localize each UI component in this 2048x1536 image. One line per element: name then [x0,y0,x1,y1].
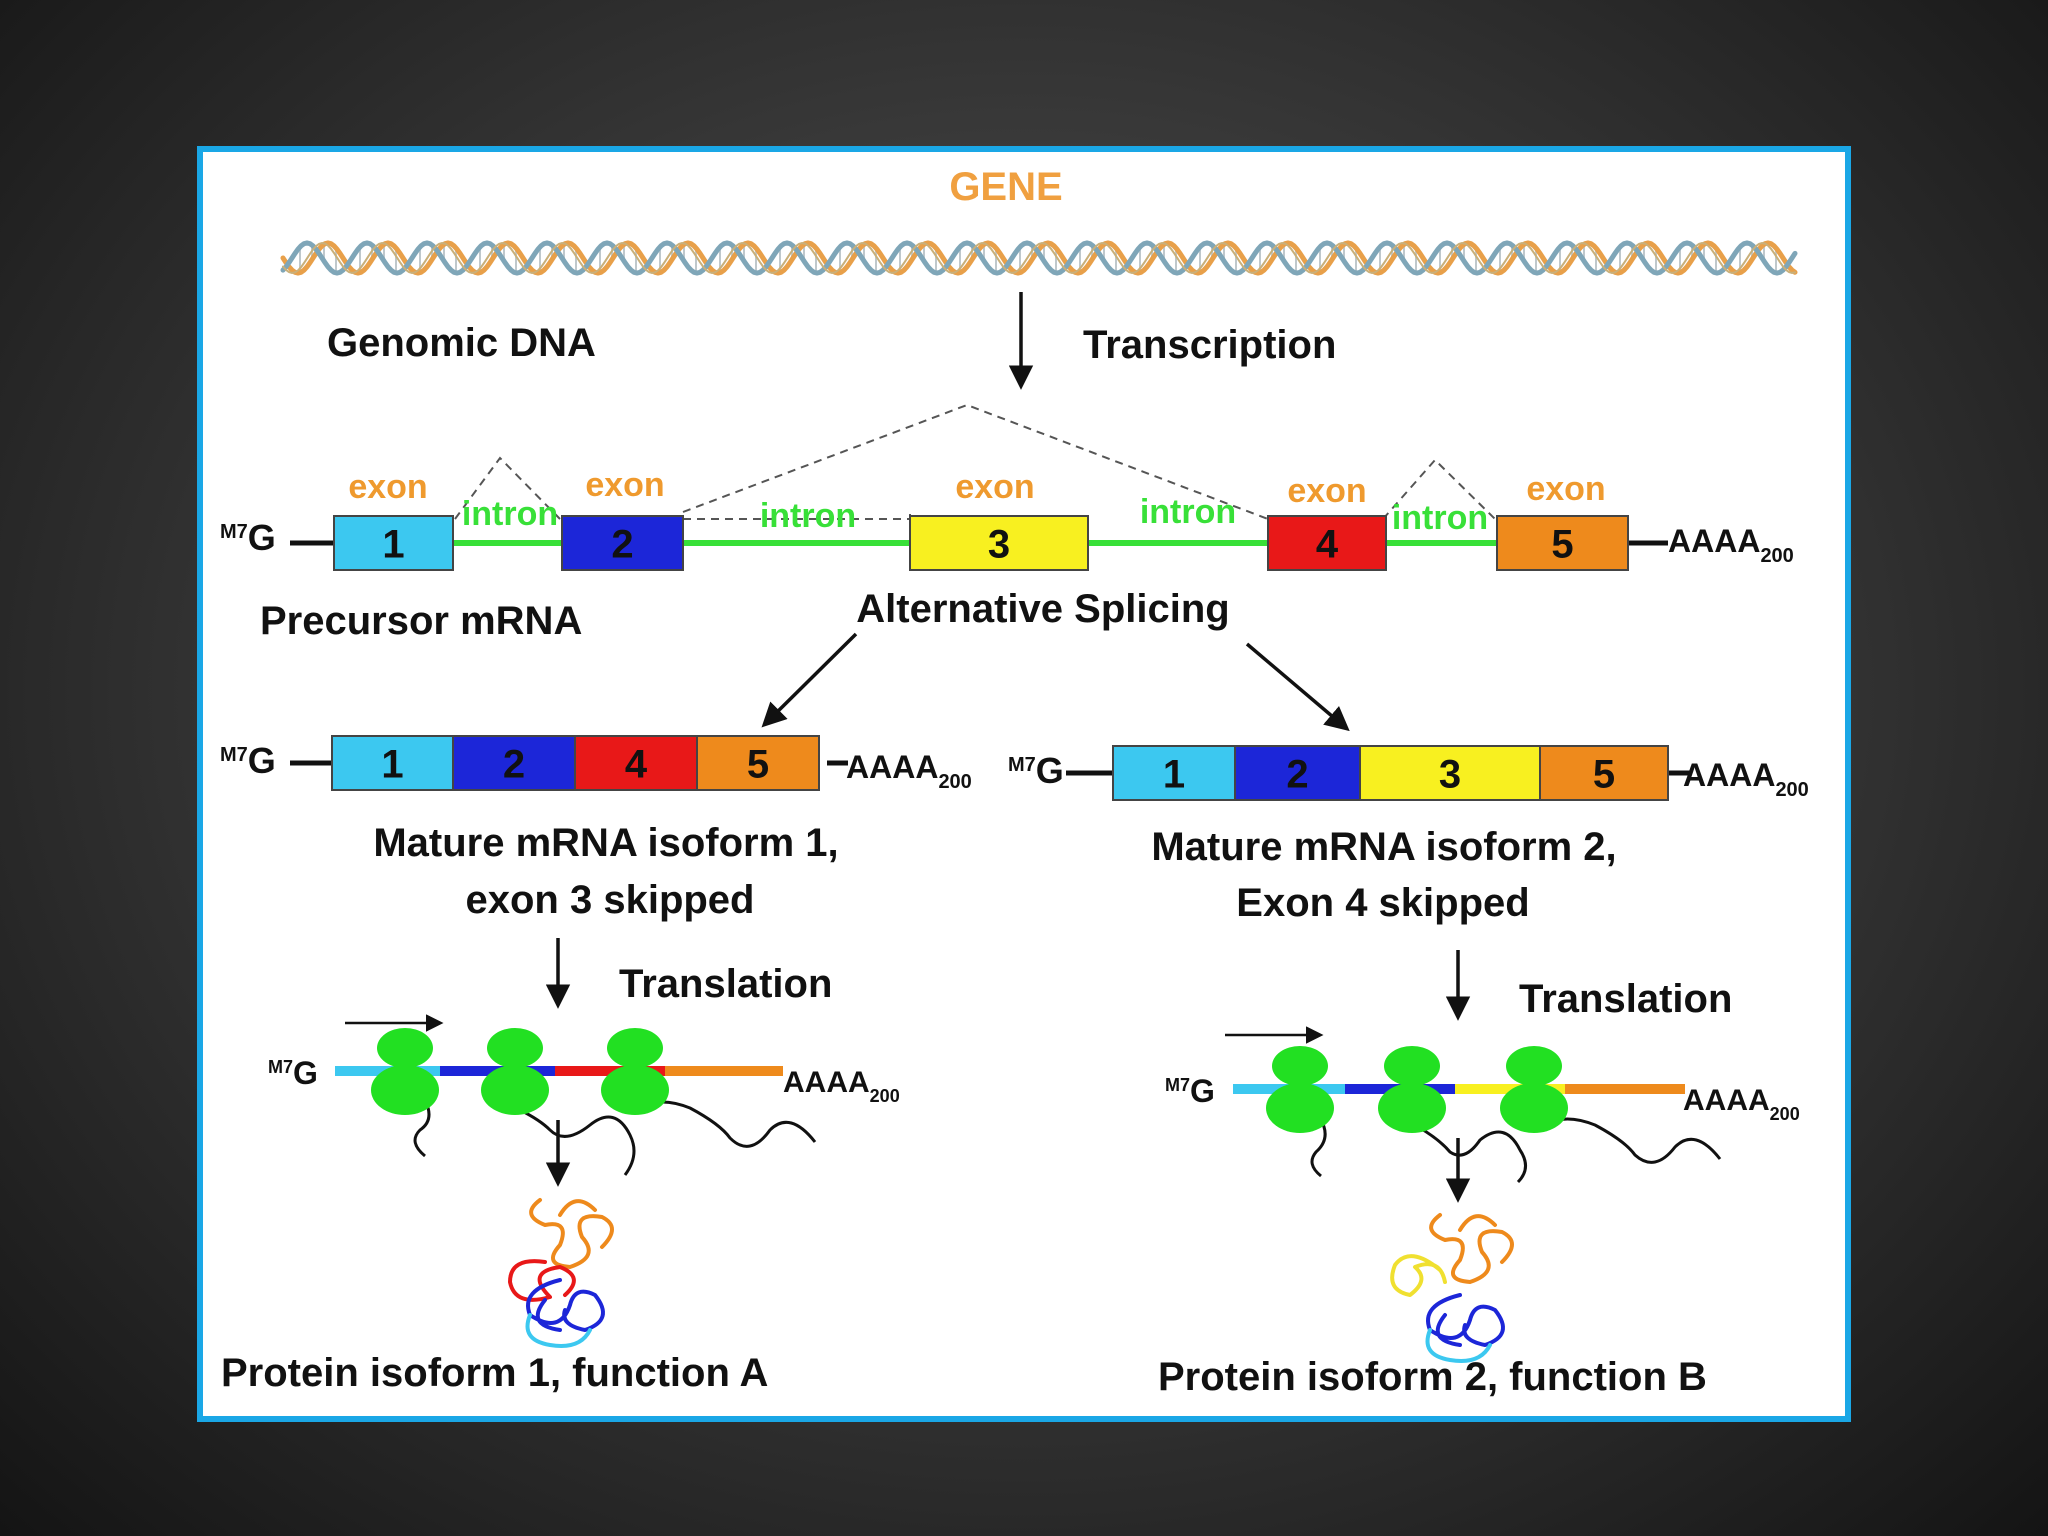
transcription-label: Transcription [1083,323,1336,367]
precursor-exon-5-number: 5 [1551,522,1573,566]
precursor-mrna-label: Precursor mRNA [260,599,582,643]
iso2-exon-3-box [1359,745,1541,801]
iso1-exon-5-number: 5 [747,742,769,786]
gene-label: GENE [949,165,1062,209]
iso1-cap: M7G [220,740,276,781]
iso1-exon-1-number: 1 [381,742,403,786]
splice-arrow-right [1245,642,1350,732]
iso2-exon-5-number: 5 [1593,752,1615,796]
precursor-cap: M7G [220,517,276,558]
precursor-polya: AAAA200 [1668,523,1794,567]
dna-double-helix [280,240,1798,276]
isoform2-exons: 1 2 3 5 [1112,745,1669,801]
exon-label-4: exon [1287,472,1366,510]
precursor-exon-2-box [561,515,684,571]
exon-label-2: exon [585,466,664,504]
ribosomes-2 [1266,1046,1568,1133]
trans2-polya: AAAA200 [1683,1084,1800,1124]
precursor-exon-1-box [333,515,454,571]
genomic-dna-label: Genomic DNA [327,321,596,365]
protein-caption-1: Protein isoform 1, function A [221,1351,768,1395]
trans1-polya: AAAA200 [783,1066,900,1106]
intron-label-3: intron [1140,493,1236,531]
protein-caption-2: Protein isoform 2, function B [1158,1355,1707,1399]
intron-label-2: intron [760,497,856,535]
trans2-cap: M7G [1165,1073,1215,1109]
iso1-exon-1-box [331,735,454,791]
precursor-exon-4-number: 4 [1316,522,1339,566]
iso2-caption-line2: Exon 4 skipped [1236,881,1529,925]
iso2-exon-1-box [1112,745,1236,801]
iso1-polya: AAAA200 [846,749,972,793]
iso2-cap: M7G [1008,750,1064,791]
trans1-cap: M7G [268,1055,318,1091]
iso1-exon-5-box [696,735,820,791]
intron-label-1: intron [462,495,558,533]
iso2-exon-3-number: 3 [1439,752,1461,796]
precursor-exon-2-number: 2 [611,522,633,566]
iso1-exon-4-number: 4 [625,742,648,786]
protein-structure-1 [508,1198,614,1348]
iso1-exon-4-box [574,735,698,791]
precursor-exons: 1 2 3 4 5 [333,515,1629,571]
precursor-exon-3-number: 3 [988,522,1010,566]
translation-label-1: Translation [619,962,832,1006]
iso2-exon-2-number: 2 [1286,752,1308,796]
exon-label-5: exon [1526,470,1605,508]
iso1-caption-line1: Mature mRNA isoform 1, [373,821,838,865]
iso2-exon-1-number: 1 [1163,752,1185,796]
translation-label-2: Translation [1519,977,1732,1021]
iso1-caption-line2: exon 3 skipped [466,878,755,922]
precursor-exon-3-box [909,515,1089,571]
iso1-exon-2-number: 2 [503,742,525,786]
protein-structure-2 [1390,1213,1514,1363]
alternative-splicing-label: Alternative Splicing [856,587,1229,631]
exon-label-3: exon [955,468,1034,506]
intron-label-4: intron [1392,499,1488,537]
precursor-exon-5-box [1496,515,1629,571]
iso2-exon-5-box [1539,745,1669,801]
precursor-exon-1-number: 1 [382,522,404,566]
precursor-exon-4-box [1267,515,1387,571]
splice-arrow-left [761,632,858,728]
isoform1-exons: 1 2 4 5 [331,735,820,791]
exon-label-1: exon [348,468,427,506]
iso2-caption-line1: Mature mRNA isoform 2, [1151,825,1616,869]
iso2-polya: AAAA200 [1683,757,1809,801]
ribosomes-1 [371,1028,669,1115]
